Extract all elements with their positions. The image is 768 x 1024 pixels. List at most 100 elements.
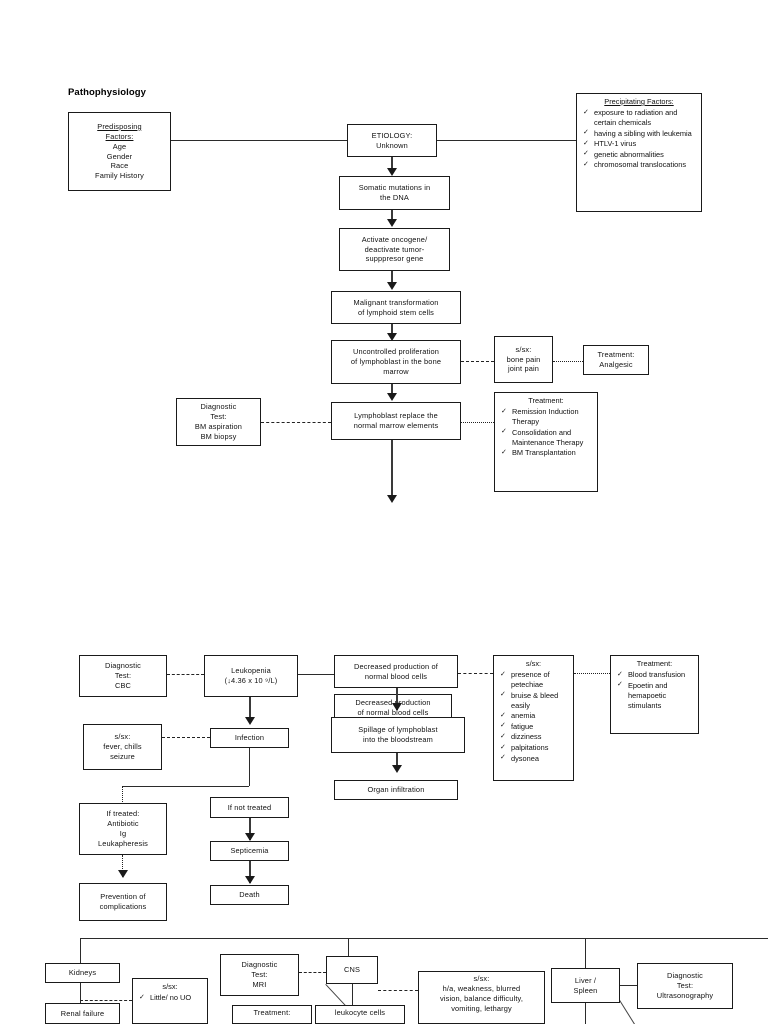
prevention-line-2: complications [99,902,147,911]
leukopenia-line-1: Leukopenia [231,666,271,676]
ssx-fever-line-2: fever, chills [103,742,142,752]
diagnostic-test-ultrasonography-box: Diagnostic Test: Ultrasonography [637,963,733,1009]
ssx-item-anemia: anemia [498,711,569,721]
connector-uncontrolled-lymphoblast [391,384,393,399]
septicemia-line-1: Septicemia [230,846,269,856]
predisposing-factors-box: Predisposing Factors: Age Gender Race Fa… [68,112,171,191]
ssx-bone-line-2: bone pain [506,354,541,364]
oncogene-line-3: supppresor gene [365,254,424,264]
spillage-line-1: Spillage of lymphoblast [358,725,438,735]
uncontrolled-line-1: Uncontrolled proliferation [352,347,440,357]
ssx-cns-line-1: s/sx: [473,974,490,983]
malignant-line-1: Malignant transformation [353,297,439,307]
analgesic-line-2: Analgesic [599,360,633,369]
treatment-main-item-consolidation: Consolidation and Maintenance Therapy [499,427,593,448]
arrowhead-prevention [118,870,128,878]
malignant-line-2: of lymphoid stem cells [357,307,434,317]
precipitating-item-htlv: HTLV-1 virus [581,139,697,149]
if-not-treated-line-1: If not treated [227,802,272,812]
diagnostic-test-bm-box: Diagnostic Test: BM aspiration BM biopsy [176,398,261,446]
spillage-line-2: into the bloodstream [363,735,433,744]
if-treated-line-4: Leukapheresis [97,838,149,848]
decreased-production-box-a: Decreased production of normal blood cel… [334,655,458,688]
diag-cbc-line-1: Diagnostic [104,661,141,671]
treatment-blood-item-transfusion: Blood transfusion [615,670,694,680]
arrowhead-death [245,876,255,884]
connector-somatic-oncogene [391,210,393,225]
connector-lymphoblast-treatment [461,422,494,423]
treatment-blood-item-epoetin: Epoetin and hemapoetic stimulants [615,680,694,711]
connector-diagnostic-lymphoblast [261,422,331,423]
ssx-cns-line-2: h/a, weakness, blurred [442,983,521,993]
arrowhead-spillage [392,703,402,711]
leukopenia-box: Leukopenia (↓4.36 x 10 ⁹/L) [204,655,298,697]
page-title: Pathophysiology [68,87,147,98]
connector-ssx-treatment-blood [574,673,610,674]
ssx-cns-line-4: vomiting, lethargy [451,1003,512,1013]
predisposing-item-age: Age [112,141,127,151]
decreased-b-line-2: of normal blood cells [357,708,429,717]
arrowhead-section1-end [387,495,397,503]
connector-decreased-ssx-petechiae [458,673,493,674]
diag-mri-line-3: MRI [252,979,267,989]
connector-distribution-kidneys [80,938,81,964]
renal-failure-box: Renal failure [45,1003,120,1024]
malignant-transformation-box: Malignant transformation of lymphoid ste… [331,291,461,324]
liver-spleen-box: Liver / Spleen [551,968,620,1003]
connector-leukopenia-decreased [298,674,334,675]
decreased-a-line-1: Decreased production of [354,661,438,671]
connector-mri-cns [299,972,326,973]
connector-liver-down [585,1003,586,1024]
predisposing-item-family-history: Family History [95,171,144,181]
arrowhead-organ [392,765,402,773]
infection-line-1: Infection [234,733,265,743]
if-treated-box: If treated: Antibiotic Ig Leukapheresis [79,803,167,855]
ssx-item-fatigue: fatigue [498,721,569,732]
treatment-blood-header: Treatment: [636,659,673,668]
ssx-bone-pain-box: s/sx: bone pain joint pain [494,336,553,383]
arrowhead-uncontrolled [387,333,397,341]
connector-renal-ssx-uo [80,1000,132,1001]
diag-us-line-1: Diagnostic [666,971,703,981]
uncontrolled-proliferation-box: Uncontrolled proliferation of lymphoblas… [331,340,461,384]
connector-liver-ultrasonography [620,985,637,986]
connector-cns-ssx [378,990,418,991]
arrowhead-septicemia [245,833,255,841]
precipitating-factors-box: Precipitating Factors: exposure to radia… [576,93,702,212]
connector-spillage-organ [396,753,398,771]
lymphoblast-line-1: Lymphoblast replace the [354,411,438,421]
treatment-main-item-bm-transplant: BM Transplantation [499,448,593,458]
connector-distribution-liver [585,938,586,968]
treatment-main-header: Treatment: [528,396,564,405]
liver-spleen-line-2: Spleen [573,985,598,995]
prevention-box: Prevention of complications [79,883,167,921]
ssx-petechiae-box: s/sx: presence of petechiae bruise & ble… [493,655,574,781]
ssx-item-petechiae: presence of petechiae [498,670,569,690]
ssx-uo-header: s/sx: [162,982,178,991]
if-treated-line-3: Ig [119,829,127,838]
if-treated-line-1: If treated: [106,809,140,819]
connector-distribution-cns [348,938,349,956]
ssx-item-dyspnea: dysonea [498,753,569,764]
arrowhead-somatic [387,168,397,176]
liver-spleen-line-1: Liver / [574,975,597,985]
lymphoblast-line-2: normal marrow elements [353,421,439,430]
arrowhead-malignant [387,282,397,290]
uncontrolled-line-3: marrow [383,366,409,376]
connector-cbc-leukopenia [167,674,204,675]
ssx-uo-item-little-no-uo: Little/ no UO [137,993,203,1003]
predisposing-header-2: Factors: [105,131,134,141]
connector-predisposing-etiology [171,140,347,141]
connector-organ-distribution-bar [80,938,768,939]
connector-oncogene-malignant [391,271,393,288]
precipitating-item-chromosomal: chromosomal translocations [581,160,697,170]
spillage-box: Spillage of lymphoblast into the bloodst… [331,717,465,753]
arrowhead-infection [245,717,255,725]
precipitating-item-genetic: genetic abnormalities [581,149,697,160]
treatment-cns-box: Treatment: [232,1005,312,1024]
diag-bm-line-4: BM biopsy [200,431,237,441]
predisposing-item-race: Race [110,161,129,171]
diag-mri-line-2: Test: [251,970,268,980]
kidneys-line-1: Kidneys [68,968,97,978]
